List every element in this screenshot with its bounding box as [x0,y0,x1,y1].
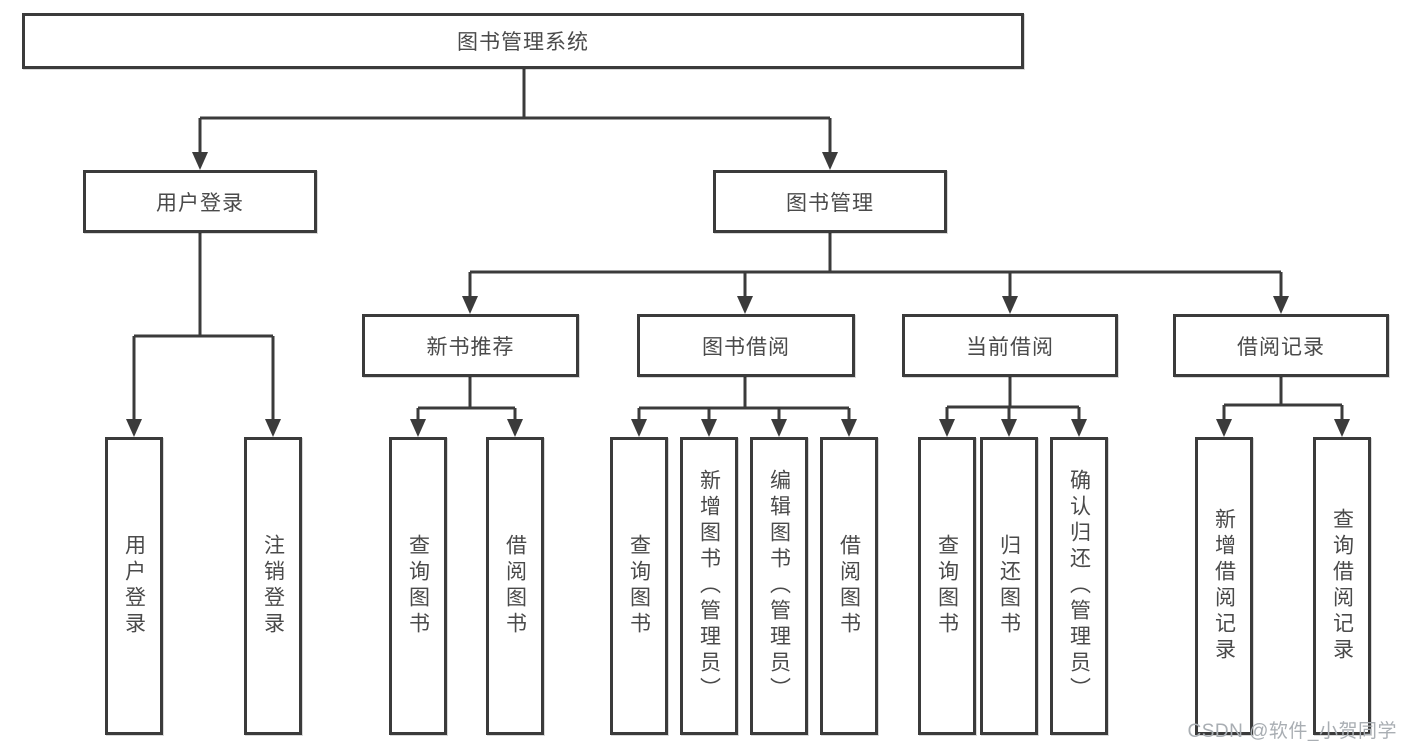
arrowhead-icon [822,152,838,170]
node-label: 查询图书 [406,534,430,638]
node-label: 图书管理 [786,191,874,215]
leaf-query-books-borrowing: 查询图书 [610,437,668,735]
leaf-query-books-recommend: 查询图书 [389,437,447,735]
node-label: 新书推荐 [426,335,515,359]
arrowhead-icon [939,419,955,437]
node-label: 借阅图书 [837,534,861,638]
arrowhead-icon [1071,419,1087,437]
leaf-borrow-books-recommend: 借阅图书 [486,437,544,735]
arrowhead-icon [192,152,208,170]
node-label: 借阅记录 [1237,335,1325,359]
arrowhead-icon [701,419,717,437]
node-new-book-recommendation: 新书推荐 [362,314,579,377]
node-label: 查询图书 [627,534,651,638]
node-label: 图书借阅 [702,335,790,359]
node-label: 归还图书 [997,534,1021,638]
leaf-edit-book-admin: 编辑图书（管理员） [750,437,808,735]
node-book-management: 图书管理 [713,170,947,233]
arrowhead-icon [1334,419,1350,437]
node-label: 编辑图书（管理员） [767,469,791,703]
leaf-query-books-current: 查询图书 [918,437,976,735]
leaf-add-borrow-record: 新增借阅记录 [1195,437,1253,735]
leaf-confirm-return-admin: 确认归还（管理员） [1050,437,1108,735]
arrowhead-icon [462,296,478,314]
node-label: 查询图书 [935,534,959,638]
node-label: 新增借阅记录 [1212,508,1236,664]
arrowhead-icon [631,419,647,437]
arrowhead-icon [1001,419,1017,437]
arrowhead-icon [410,419,426,437]
node-label: 注销登录 [261,534,285,638]
node-library-management-system: 图书管理系统 [22,13,1024,69]
node-label: 借阅图书 [503,534,527,638]
node-label: 用户登录 [156,191,244,215]
leaf-add-book-admin: 新增图书（管理员） [680,437,738,735]
node-label: 用户登录 [122,534,146,638]
node-label: 查询借阅记录 [1330,508,1354,664]
leaf-logout: 注销登录 [244,437,302,735]
arrowhead-icon [1216,419,1232,437]
csdn-watermark: CSDN @软件_小贺同学 [1187,721,1397,742]
leaf-return-book: 归还图书 [980,437,1038,735]
node-label: 确认归还（管理员） [1067,469,1091,703]
arrowhead-icon [771,419,787,437]
node-label: 新增图书（管理员） [697,469,721,703]
arrowhead-icon [841,419,857,437]
arrowhead-icon [507,419,523,437]
node-label: 当前借阅 [966,335,1054,359]
arrowhead-icon [1273,296,1289,314]
node-borrowing-records: 借阅记录 [1173,314,1389,377]
arrowhead-icon [126,419,142,437]
arrowhead-icon [265,419,281,437]
node-label: 图书管理系统 [457,31,589,54]
leaf-borrow-books-borrowing: 借阅图书 [820,437,878,735]
arrowhead-icon [1002,296,1018,314]
leaf-query-borrow-record: 查询借阅记录 [1313,437,1371,735]
arrowhead-icon [737,296,753,314]
node-current-borrowing: 当前借阅 [902,314,1118,377]
node-user-login: 用户登录 [83,170,317,233]
node-book-borrowing: 图书借阅 [637,314,855,377]
leaf-user-login: 用户登录 [105,437,163,735]
